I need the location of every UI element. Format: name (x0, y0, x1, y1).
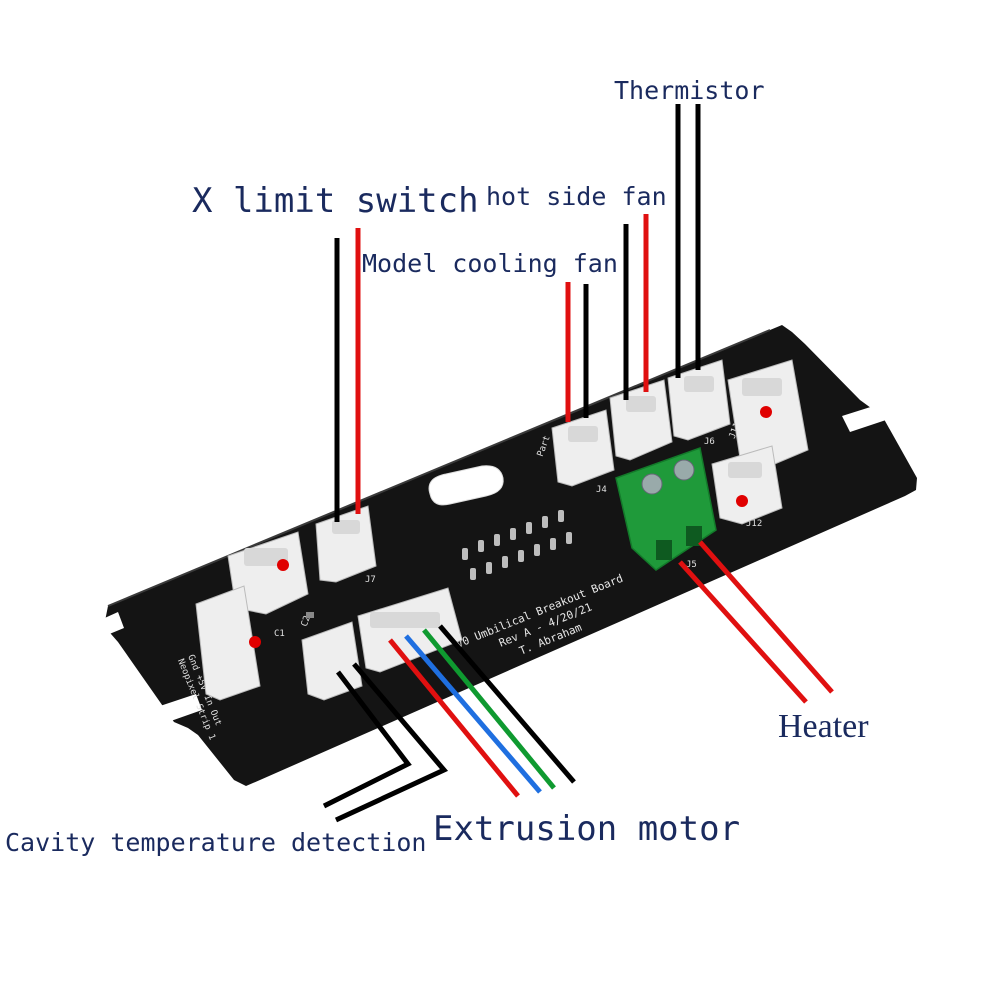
pcb-edge-highlight (107, 329, 771, 607)
connector-j4 (551, 409, 615, 487)
silk-c1: C1 (274, 629, 285, 639)
label-heater: Heater (778, 708, 869, 745)
connector-c1 (195, 585, 261, 701)
end-slot-right (842, 404, 886, 432)
silk-j5: J5 (686, 560, 697, 570)
wire-cavity-black-2 (334, 662, 449, 823)
marker-dots (249, 406, 772, 648)
wire-heater-red-1 (678, 560, 808, 704)
label-hot-side-fan: hot side fan (486, 182, 667, 211)
smd-c2 (306, 612, 314, 618)
label-cavity-temperature-detection: Cavity temperature detection (5, 828, 427, 857)
connector-j6 (667, 359, 731, 441)
wire-heater-red-2 (698, 540, 834, 694)
label-extrusion-motor: Extrusion motor (433, 809, 741, 849)
silk-j12: J12 (746, 519, 762, 529)
wire-extrusion-black (438, 624, 576, 784)
silk-j4: J4 (596, 485, 607, 495)
label-x-limit-switch: X limit switch (192, 181, 479, 221)
wire-extrusion-green (422, 628, 556, 790)
wire-extrusion-red (388, 638, 520, 798)
label-thermistor: Thermistor (614, 76, 765, 105)
label-model-cooling-fan: Model cooling fan (362, 249, 618, 278)
end-slot-left (78, 612, 124, 642)
mounting-slot (428, 465, 504, 506)
silk-j6: J6 (704, 437, 715, 447)
wires (322, 104, 834, 823)
wire-extrusion-blue (404, 634, 542, 794)
header-pins (462, 510, 572, 580)
terminal-block-heater (615, 447, 717, 571)
end-slot-left-lower (160, 694, 202, 722)
silk-j7: J7 (365, 575, 376, 585)
wire-cavity-black-1 (322, 670, 412, 809)
